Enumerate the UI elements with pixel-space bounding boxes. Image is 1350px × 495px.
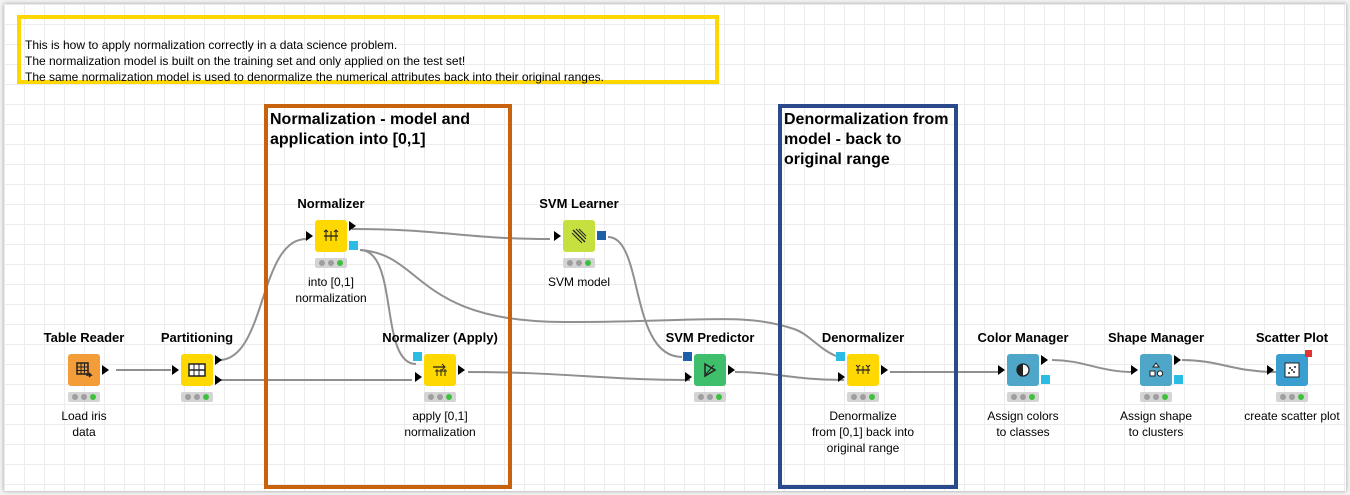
connection-shape-manager-to-scatter-plot [1181,359,1277,373]
status-indicator [424,392,456,402]
normalization-frame-title: Normalization - model and application in… [270,111,471,148]
connection-partitioning-to-normalizer [218,238,307,361]
node-description: Assign shape to clusters [1119,409,1193,439]
node-description: apply [0,1] normalization [404,409,476,439]
node-title: Partitioning [160,330,234,345]
node-description: SVM model [547,275,611,289]
normalizer-icon[interactable] [306,220,358,252]
node-scatter-plot[interactable]: Scatter Plot create scatter plot [1222,330,1346,424]
table-icon[interactable] [68,354,109,386]
input-port-arrow[interactable] [1131,365,1138,375]
node-title: Table Reader [43,330,125,345]
model-input-port[interactable] [683,352,692,361]
color-model-output-port[interactable] [1041,375,1050,384]
node-normalizer[interactable]: Normalizer into [0,1] normalization [261,196,401,306]
input-port-arrow[interactable] [554,231,561,241]
connection-normalizer-model-to-denormalizer [359,249,837,357]
connection-predictor-to-denormalizer [734,371,845,381]
input-port-arrow[interactable] [1267,365,1274,375]
flow-variable-port[interactable] [1305,350,1312,357]
output-port-arrow[interactable] [728,365,735,375]
denormalization-frame-title: Denormalization from model - back to ori… [784,111,949,168]
shape-model-output-port[interactable] [1174,375,1183,384]
model-input-port[interactable] [836,352,845,361]
node-description: into [0,1] normalization [295,275,367,305]
input-port-arrow[interactable] [306,231,313,241]
node-svm-learner[interactable]: SVM Learner SVM model [509,196,649,290]
connection-normalizer-model-to-apply [359,249,417,365]
node-title: Shape Manager [1107,330,1205,345]
input-port-arrow[interactable] [415,372,422,382]
output-port-arrow-top[interactable] [215,355,222,365]
model-output-port[interactable] [349,241,358,250]
output-port-arrow[interactable] [1174,355,1181,365]
connection-color-manager-to-shape-manager [1051,359,1135,373]
node-title: Normalizer [297,196,365,211]
connection-svm-learner-to-predictor [607,236,683,358]
output-port-arrow[interactable] [881,365,888,375]
output-port-arrow[interactable] [349,221,356,231]
status-indicator [563,258,595,268]
annotation-text: This is how to apply normalization corre… [25,38,604,84]
status-indicator [1140,392,1172,402]
node-table-reader[interactable]: Table Reader Load iris data [14,330,154,440]
model-input-port[interactable] [413,352,422,361]
status-indicator [847,392,879,402]
node-title: SVM Predictor [665,330,755,345]
node-title: SVM Learner [539,196,619,211]
node-partitioning[interactable]: Partitioning [127,330,267,408]
node-svm-predictor[interactable]: SVM Predictor [640,330,780,408]
node-description: create scatter plot [1244,409,1340,423]
output-port-arrow-bottom[interactable] [215,375,222,385]
workflow-canvas[interactable]: This is how to apply normalization corre… [4,4,1346,491]
svm-learner-icon[interactable] [554,220,606,252]
workflow-annotation[interactable]: This is how to apply normalization corre… [17,15,719,84]
output-port-arrow[interactable] [1041,355,1048,365]
connection-normalizer-to-svm-learner [351,228,551,240]
node-title: Scatter Plot [1255,330,1329,345]
node-description: Denormalize from [0,1] back into origina… [811,409,915,455]
node-title: Denormalizer [821,330,905,345]
partition-icon[interactable] [172,354,222,386]
node-description: Load iris data [61,409,107,439]
node-shape-manager[interactable]: Shape Manager Assign shape to clusters [1086,330,1226,440]
node-normalizer-apply[interactable]: Normalizer (Apply) apply [0,1] normaliza… [370,330,510,440]
node-title: Normalizer (Apply) [382,330,498,345]
status-indicator [181,392,213,402]
output-port-arrow[interactable] [458,365,465,375]
output-port-arrow[interactable] [102,365,109,375]
status-indicator [68,392,100,402]
node-title: Color Manager [977,330,1069,345]
status-indicator [315,258,347,268]
scatter-icon[interactable] [1267,350,1312,386]
normalization-frame[interactable]: Normalization - model and application in… [264,104,512,489]
normalizer-apply-icon[interactable] [413,352,465,386]
input-port-arrow[interactable] [685,372,692,382]
connections-layer [116,228,1277,381]
shape-icon[interactable] [1131,354,1183,386]
model-output-port[interactable] [597,231,606,240]
node-denormalizer[interactable]: Denormalizer Denormalize from [0,1] back… [793,330,933,456]
denormalizer-icon[interactable] [836,352,888,386]
svm-predictor-icon[interactable] [683,352,735,386]
node-color-manager[interactable]: Color Manager Assign colors to classes [953,330,1093,440]
node-description: Assign colors to classes [987,409,1059,439]
input-port-arrow[interactable] [172,365,179,375]
input-port-arrow[interactable] [998,365,1005,375]
color-icon[interactable] [998,354,1050,386]
status-indicator [1007,392,1039,402]
input-port-arrow[interactable] [838,372,845,382]
connection-normalizer-apply-to-predictor [467,371,691,381]
denormalization-frame[interactable]: Denormalization from model - back to ori… [778,104,958,489]
status-indicator [1276,392,1308,402]
status-indicator [694,392,726,402]
